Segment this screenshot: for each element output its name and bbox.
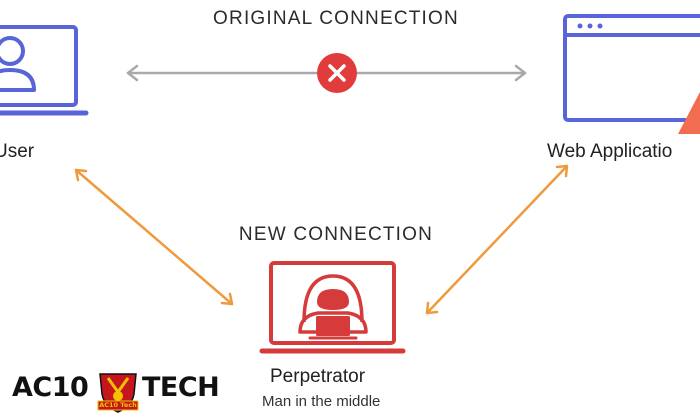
webapp-perpetrator-arrow bbox=[425, 164, 569, 315]
ac10-tech-logo: AC10 AC10 Tech TECH bbox=[8, 370, 223, 414]
hooded-hacker-laptop-icon bbox=[259, 261, 406, 354]
logo-left-text: AC10 bbox=[12, 372, 89, 403]
logo-badge-text: AC10 Tech bbox=[99, 401, 137, 409]
logo-right-text: TECH bbox=[142, 372, 220, 403]
perpetrator-label: Perpetrator bbox=[270, 366, 366, 387]
new-connection-label: NEW CONNECTION bbox=[238, 224, 434, 245]
browser-window-icon bbox=[563, 14, 700, 122]
perpetrator-sub-label: Man in the middle bbox=[262, 393, 381, 410]
web-application-label: Web Applicatio bbox=[547, 141, 673, 162]
shield-icon bbox=[97, 373, 139, 413]
user-laptop-icon bbox=[0, 25, 89, 116]
user-perpetrator-arrow bbox=[74, 168, 234, 306]
warning-triangle-icon bbox=[678, 92, 700, 134]
original-connection-label: ORIGINAL CONNECTION bbox=[213, 8, 459, 29]
user-label: User bbox=[0, 141, 35, 162]
x-circle-icon bbox=[317, 53, 357, 93]
